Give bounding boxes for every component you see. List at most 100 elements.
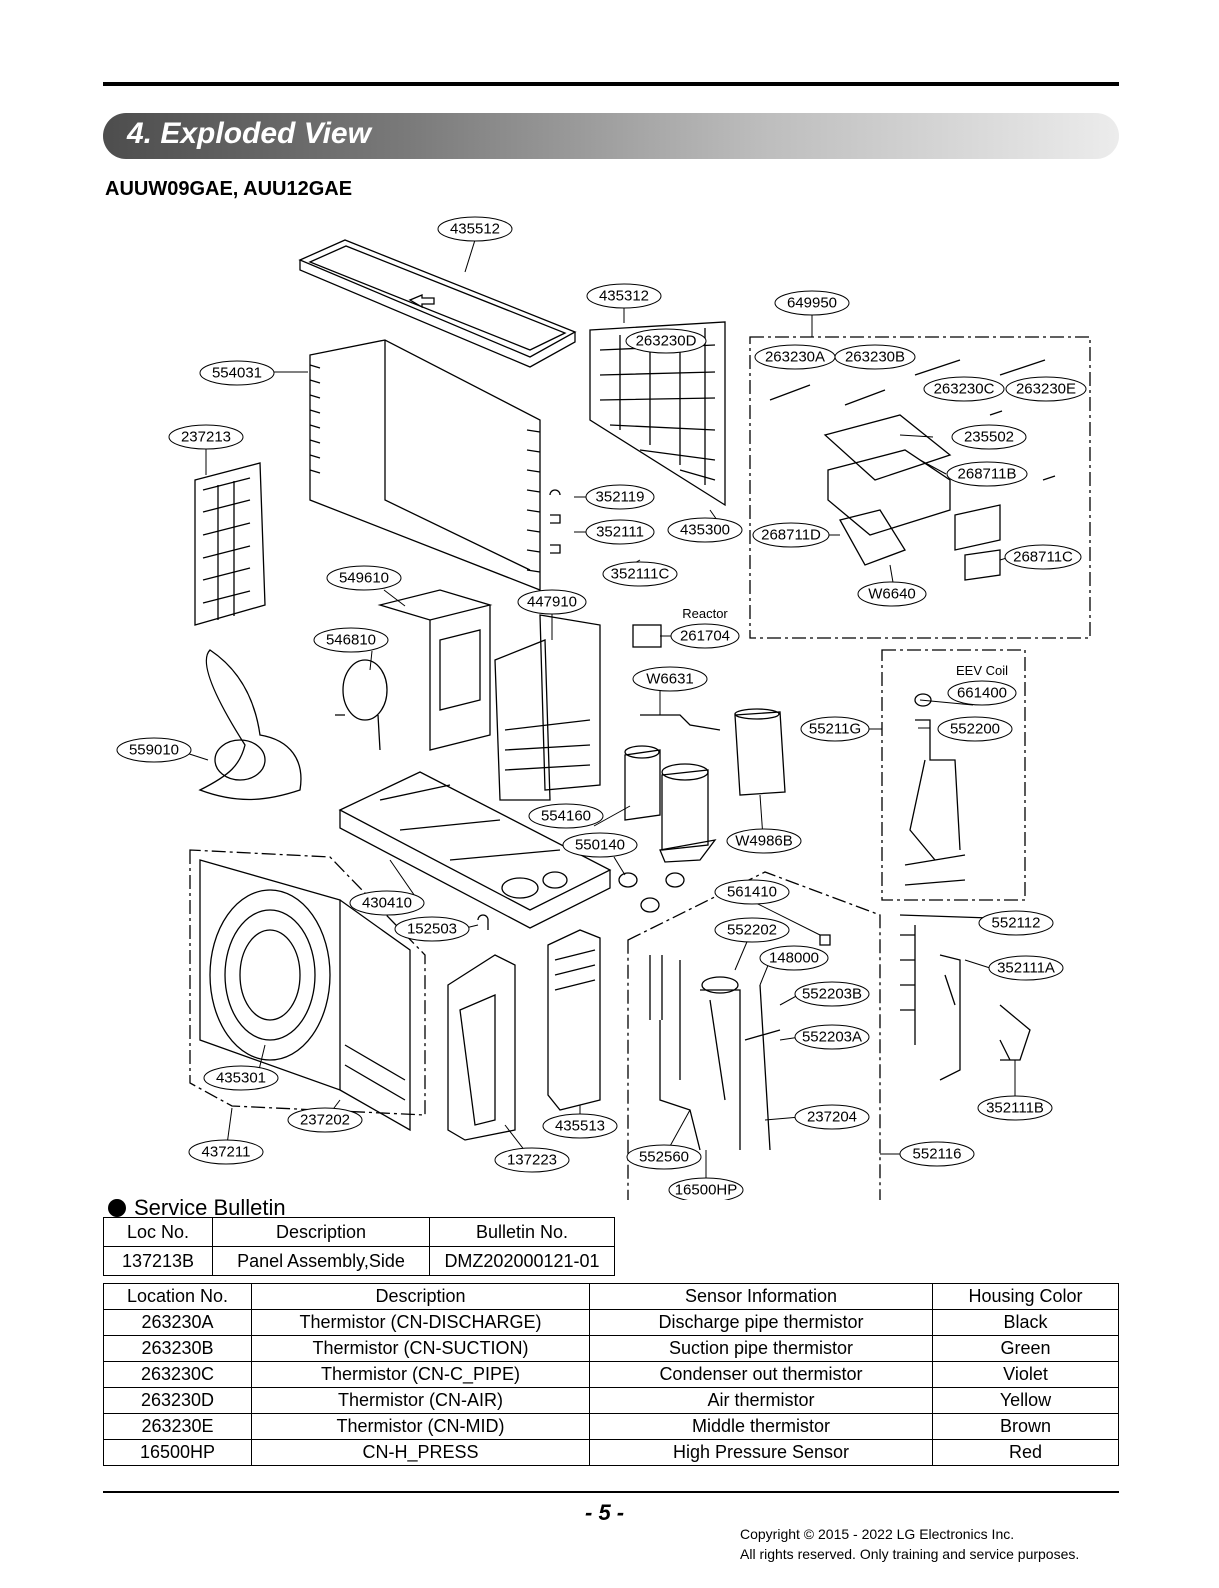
copyright-line: All rights reserved. Only training and s… — [740, 1546, 1080, 1562]
table-cell: CN-H_PRESS — [251, 1439, 590, 1466]
callout-237204: 237204 — [807, 1109, 857, 1126]
callout-552203B: 552203B — [802, 986, 862, 1003]
copyright-line: Copyright © 2015 - 2022 LG Electronics I… — [740, 1526, 1015, 1542]
header-cell: Location No. — [103, 1283, 252, 1310]
callout-263230D: 263230D — [636, 333, 697, 350]
header-cell: Sensor Information — [589, 1283, 933, 1310]
table-cell: Thermistor (CN-MID) — [251, 1413, 590, 1440]
callout-552200: 552200 — [950, 721, 1000, 738]
table-cell: Yellow — [932, 1387, 1119, 1414]
callout-268711C: 268711C — [1013, 549, 1073, 566]
callout-oval — [437, 216, 513, 242]
table-cell: Condenser out thermistor — [589, 1361, 933, 1388]
table-cell: 263230C — [103, 1361, 252, 1388]
table-cell: Middle thermistor — [589, 1413, 933, 1440]
header-cell: Housing Color — [932, 1283, 1119, 1310]
table-cell: 263230E — [103, 1413, 252, 1440]
table-cell: High Pressure Sensor — [589, 1439, 933, 1466]
callout-352111A: 352111A — [997, 960, 1055, 977]
callout-552202: 552202 — [727, 922, 777, 939]
table-row: 263230B Thermistor (CN-SUCTION) Suction … — [103, 1335, 1119, 1362]
top-rule — [103, 82, 1119, 86]
table-header-row: Loc No. Description Bulletin No. — [103, 1217, 615, 1247]
table-cell: 137213B — [103, 1246, 213, 1276]
cabinet-panel-part — [309, 339, 541, 591]
table-header-row: Location No. Description Sensor Informat… — [103, 1283, 1119, 1310]
reactor-label: Reactor — [682, 606, 728, 621]
callout-447910: 447910 — [527, 594, 577, 611]
table-cell: 263230A — [103, 1309, 252, 1336]
callout-554160: 554160 — [541, 808, 591, 825]
table-cell: Panel Assembly,Side — [212, 1246, 430, 1276]
callout-263230E: 263230E — [1016, 381, 1076, 398]
model-title: AUUW09GAE, AUU12GAE — [105, 178, 353, 200]
callout-263230C: 263230C — [934, 381, 995, 398]
callout-661400: 661400 — [957, 685, 1007, 702]
side-grille-part — [194, 462, 266, 626]
exploded-view-diagram: 435512 435312 649950 263230D 263230A 263… — [116, 216, 1091, 1200]
callout-437211: 437211 — [202, 1144, 251, 1161]
callout-435312: 435312 — [599, 288, 649, 305]
callout-435300: 435300 — [680, 522, 730, 539]
top-cover-part — [298, 239, 577, 358]
fan-blade-part — [198, 649, 302, 801]
service-bulletin-table: Loc No. Description Bulletin No. 137213B… — [103, 1217, 615, 1276]
bottom-rule — [103, 1491, 1119, 1493]
table-cell: Thermistor (CN-DISCHARGE) — [251, 1309, 590, 1336]
callout-237202: 237202 — [300, 1112, 350, 1129]
table-cell: Air thermistor — [589, 1387, 933, 1414]
table-cell: Thermistor (CN-AIR) — [251, 1387, 590, 1414]
callout-552560: 552560 — [639, 1149, 689, 1166]
table-cell: Black — [932, 1309, 1119, 1336]
callout-435512: 435512 — [450, 221, 500, 238]
callout-W4986B: W4986B — [735, 833, 793, 850]
table-cell: Thermistor (CN-C_PIPE) — [251, 1361, 590, 1388]
table-cell: Red — [932, 1439, 1119, 1466]
section-title: 4. Exploded View — [127, 117, 371, 150]
callout-137223: 137223 — [507, 1152, 557, 1169]
copyright-notice: Copyright © 2015 - 2022 LG Electronics I… — [740, 1524, 1079, 1564]
header-cell: Description — [212, 1217, 430, 1247]
table-cell: DMZ202000121-01 — [429, 1246, 615, 1276]
section-banner: 4. Exploded View — [103, 113, 1119, 159]
callout-235502: 235502 — [964, 429, 1014, 446]
header-cell: Description — [251, 1283, 590, 1310]
header-cell: Loc No. — [103, 1217, 213, 1247]
header-cell: Bulletin No. — [429, 1217, 615, 1247]
callout-552116: 552116 — [913, 1146, 962, 1163]
callout-435513: 435513 — [555, 1118, 605, 1135]
table-cell: Suction pipe thermistor — [589, 1335, 933, 1362]
table-row: 16500HP CN-H_PRESS High Pressure Sensor … — [103, 1439, 1119, 1466]
table-cell: Green — [932, 1335, 1119, 1362]
sensor-table: Location No. Description Sensor Informat… — [103, 1283, 1119, 1466]
table-row: 263230D Thermistor (CN-AIR) Air thermist… — [103, 1387, 1119, 1414]
table-row: 263230A Thermistor (CN-DISCHARGE) Discha… — [103, 1309, 1119, 1336]
callout-16500HP: 16500HP — [675, 1182, 738, 1199]
callout-55211G: 55211G — [809, 721, 861, 738]
callout-430410: 430410 — [362, 895, 412, 912]
callout-263230B: 263230B — [845, 349, 905, 366]
bullet-icon — [108, 1199, 126, 1217]
rear-grille-part — [589, 321, 726, 507]
callout-261704: 261704 — [680, 628, 730, 645]
callout-552203A: 552203A — [802, 1029, 862, 1046]
callout-435301: 435301 — [216, 1070, 266, 1087]
callout-263230A: 263230A — [765, 349, 825, 366]
callout-group: 435512 435312 649950 263230D 263230A 263… — [116, 216, 1087, 1200]
table-cell: Discharge pipe thermistor — [589, 1309, 933, 1336]
table-cell: 263230B — [103, 1335, 252, 1362]
table-row: 263230C Thermistor (CN-C_PIPE) Condenser… — [103, 1361, 1119, 1388]
callout-550140: 550140 — [575, 837, 625, 854]
callout-268711D: 268711D — [761, 527, 821, 544]
service-bulletin-heading: Service Bulletin — [108, 1195, 286, 1221]
table-row: 137213B Panel Assembly,Side DMZ202000121… — [103, 1246, 615, 1276]
eev-coil-label: EEV Coil — [956, 663, 1008, 678]
compressor-part — [624, 749, 661, 821]
callout-352119: 352119 — [596, 489, 645, 506]
callout-W6640: W6640 — [868, 586, 916, 603]
table-cell: Brown — [932, 1413, 1119, 1440]
callout-W6631: W6631 — [646, 671, 694, 688]
callout-237213: 237213 — [181, 429, 231, 446]
callout-352111: 352111 — [596, 524, 644, 541]
callout-549610: 549610 — [339, 570, 389, 587]
